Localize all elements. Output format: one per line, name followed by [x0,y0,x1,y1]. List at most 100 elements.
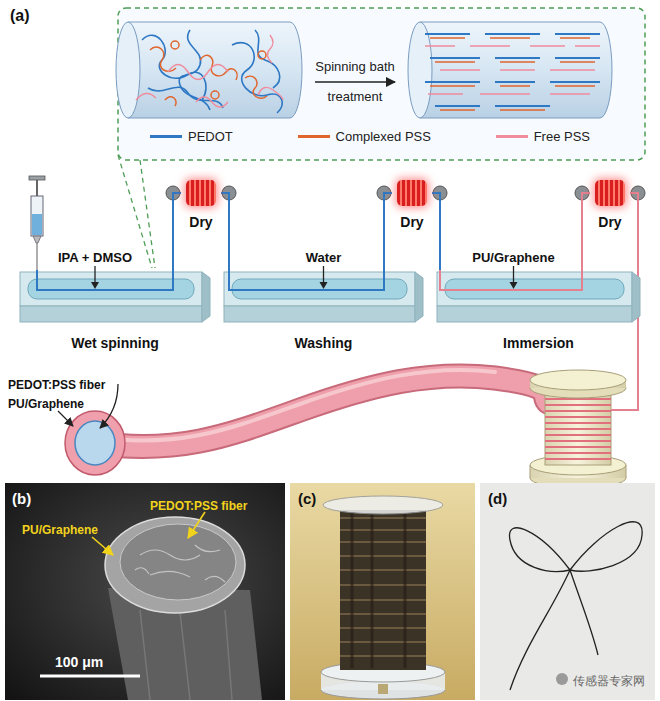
arrow-head [320,282,328,289]
bath-caption: Washing [222,334,425,352]
bath-caption: Immersion [435,334,642,352]
legend-text: Complexed PSS [336,129,431,144]
scale-label: 100 μm [55,654,103,670]
panel-letter: (d) [488,490,507,507]
aligned-free-pss [425,46,600,94]
fiber-cross-section [65,411,125,475]
spool-photo [290,483,475,700]
dryer-label-box: Dry [392,213,432,231]
tray-shape [18,270,212,326]
dryer-label-box: Dry [181,213,221,231]
bow-photo [480,483,655,700]
fiber-path [221,193,229,270]
dryer-label: Dry [598,214,621,230]
dryer-unit: Dry [392,180,432,231]
cylinder-face [116,22,140,118]
bath-label: PU/Graphene [410,248,617,266]
leader-arrow [58,411,73,426]
dryer-unit: Dry [181,180,221,231]
bath-solution: PU/Graphene [472,250,554,265]
tray-front [437,306,632,322]
fiber-in-bath [440,270,582,290]
tray-front [224,306,415,322]
bath-solution: Water [306,250,342,265]
dryer-label-box: Dry [590,213,630,231]
legend-item: PEDOT [150,129,233,144]
coated-fiber-tube [95,370,548,447]
legend-text: PEDOT [188,129,233,144]
legend-text: Free PSS [534,129,590,144]
panel-letter: (d) [488,489,507,508]
part-label: PEDOT:PSS fiber [8,378,105,392]
arrow-head [91,282,99,289]
legend-swatch [496,135,528,138]
bath-solution: IPA + DMSO [58,250,132,265]
fiber-path [173,193,181,270]
panel-letter: (b) [12,489,31,508]
leader-arrow [94,266,95,282]
part-label: PU/Graphene [8,394,84,412]
dryer-label: Dry [400,214,423,230]
part-label: PEDOT:PSS fiber [150,499,247,513]
step-name: Wet spinning [71,335,159,351]
panel-letter: (a) [10,7,30,24]
aligned-pedot [425,34,600,106]
part-label: PEDOT:PSS fiber [150,496,247,514]
panel-letter: (a) [10,6,30,26]
legend-swatch [150,135,182,138]
complexed-pss-chains [150,41,267,106]
watermark: 传感器专家网 [573,671,645,689]
collection-spool [530,370,626,488]
panel-letter: (c) [298,489,316,508]
sem-image [5,483,285,700]
part-label: PU/Graphene [22,520,98,538]
bath-tray: WaterWashing [222,270,425,326]
panel-letter: (c) [298,490,316,507]
part-label: PU/Graphene [22,523,98,537]
inset-panel [116,8,645,160]
cylinder-face [408,22,432,118]
heater-coil [186,180,216,206]
process-arrow [315,81,395,83]
heater-coil [397,180,427,206]
dryer-unit: Dry [590,180,630,231]
leader-arrow [323,266,324,282]
bath-tray: IPA + DMSOWet spinning [18,270,212,326]
tray-side [632,272,640,322]
legend-swatch [298,135,330,138]
fiber-cylinder [420,22,612,118]
tray-side [415,272,423,322]
pedot-chains [142,30,282,113]
step-name: Immersion [503,335,574,351]
legend-item: Free PSS [496,129,590,144]
bath-caption: Wet spinning [18,334,212,352]
free-pss-chains [136,35,283,107]
part-label: PU/Graphene [8,397,84,411]
step-name: Washing [295,335,353,351]
dryer-label: Dry [189,214,212,230]
legend-item: Complexed PSS [298,129,431,144]
fiber-path [384,193,392,270]
arrow-head [510,282,518,289]
fiber-path [582,193,590,270]
tray-shape [222,270,425,326]
watermark: 传感器专家网 [573,674,645,688]
tray-shape [435,270,642,326]
scale-label: 100 μm [55,653,103,671]
legend: PEDOT Complexed PSS Free PSS [150,129,590,144]
process-label: Spinning bath treatment [305,52,405,112]
panel-letter: (b) [12,490,31,507]
heater-coil [595,180,625,206]
leader-arrow [513,266,514,282]
inset-border [118,8,645,160]
fiber-in-bath [37,270,173,290]
bath-label: IPA + DMSO [0,248,192,266]
aligned-complexed-pss [430,38,595,110]
tray-side [202,272,210,322]
bath-label: Water [222,248,425,266]
fiber-path [432,193,440,270]
part-label: PEDOT:PSS fiber [8,375,105,393]
process-label: Spinning bath treatment [305,52,405,112]
bath-tray: PU/GrapheneImmersion [435,270,642,326]
